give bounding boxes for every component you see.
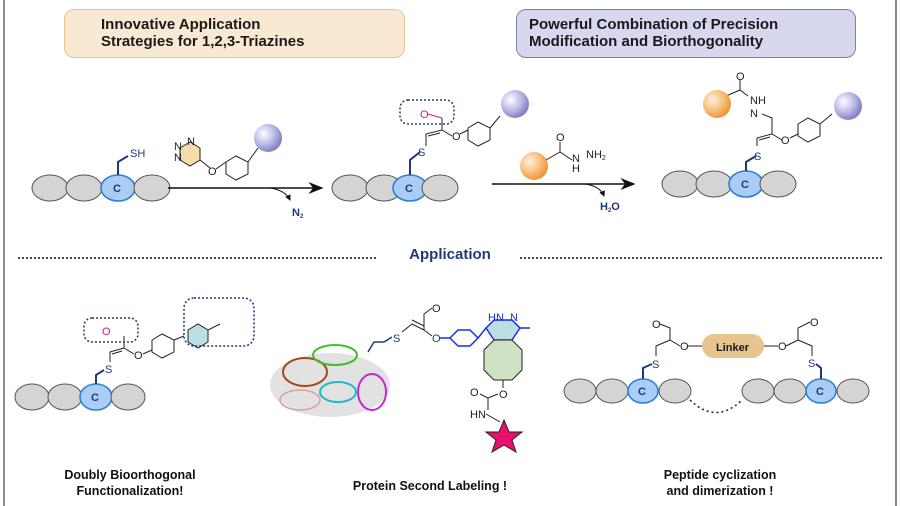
svg-text:N: N [510,312,518,324]
right-frame-border [895,0,897,506]
linker-label: Linker [716,342,750,354]
payload-orange-sphere [520,152,548,180]
svg-text:O: O [470,387,479,399]
svg-text:O: O [810,317,819,329]
water-byproduct: H2O [600,201,620,214]
protein-helix-brown [282,357,328,387]
peptide-bead [836,378,870,404]
svg-text:O: O [134,350,143,362]
svg-text:HN: HN [488,312,504,324]
title-right-line2: Modification and Biorthogonality [529,33,764,50]
peptide-bead [759,170,797,198]
peptide-chain-product: C S N NH O O [661,71,862,198]
linker-pill [702,334,764,358]
protein-helix-green [312,344,358,366]
left-frame-border [3,0,5,506]
svg-text:N: N [187,136,195,148]
peptide-bead [47,383,83,411]
cyclization-dotted-link [689,399,743,414]
svg-text:O: O [736,71,745,83]
svg-text:O: O [432,303,441,315]
peptide-bead [563,378,597,404]
peptide-chain-start: C SH [31,148,171,202]
svg-text:O: O [652,319,661,331]
peptide-bead [65,174,103,202]
svg-text:NH: NH [750,95,766,107]
svg-text:N: N [174,152,182,164]
svg-text:O: O [680,341,689,353]
svg-text:O: O [452,131,461,143]
aldehyde-highlight-box [399,99,455,125]
svg-text:S: S [418,147,425,159]
fluorophore-star-icon [484,418,524,454]
title-left-line2: Strategies for 1,2,3-Triazines [101,33,305,50]
svg-text:O: O [556,132,565,144]
peptide-bead [331,174,369,202]
caption-peptide-cyclization: Peptide cyclization and dimerization ! [663,468,777,498]
svg-text:O: O [781,135,790,147]
peptide-bead [31,174,69,202]
aldehyde-oxygen: O [420,109,429,121]
thiol-label: SH [130,148,145,160]
peptide-bead [741,378,775,404]
section-divider-left [18,257,376,259]
protein-helix-cyan [319,381,357,403]
cysteine-label: C [113,183,121,195]
svg-text:N: N [174,141,182,153]
svg-text:S: S [754,151,761,163]
svg-text:NH2: NH2 [586,149,606,162]
peptide-bead [421,174,459,202]
svg-text:C: C [741,179,749,191]
n2-byproduct: N2 [292,207,304,220]
svg-text:H: H [572,163,580,175]
payload-purple-sphere [254,124,282,152]
svg-text:C: C [91,392,99,404]
title-left-line1: Innovative Application [101,16,261,33]
svg-text:N: N [750,108,758,120]
application-section-label: Application [409,246,491,263]
svg-text:S: S [808,358,815,370]
title-box-triazine-strategies: Innovative Application Strategies for 1,… [64,9,405,58]
section-divider-right [520,257,882,259]
peptide-bead [773,378,807,404]
hydrazide-reagent: O N H NH2 [520,132,606,180]
triazine-reagent: N N N O [174,124,282,181]
svg-text:S: S [652,359,659,371]
title-right-line1: Powerful Combination of Precision [529,16,779,33]
svg-text:O: O [102,326,111,338]
svg-text:C: C [405,183,413,195]
payload-purple-sphere [501,90,529,118]
peptide-bead [14,383,50,411]
tetrazine-highlight-box [183,297,255,347]
peptide-bead [658,378,692,404]
svg-text:O: O [208,166,217,178]
title-box-precision-biorthogonality: Powerful Combination of Precision Modifi… [516,9,856,58]
app-peptide-cyclization: C C S O O Linker O O S [563,317,870,414]
app-doubly-bioorthogonal: C S O O [14,297,255,411]
payload-orange-sphere [703,90,731,118]
payload-purple-sphere [834,92,862,120]
svg-text:S: S [393,333,400,345]
peptide-bead [595,378,629,404]
peptide-chain-intermediate: C S O O [331,90,529,202]
svg-text:C: C [816,386,824,398]
caption-protein-labeling: Protein Second Labeling ! [352,479,508,493]
peptide-bead [695,170,733,198]
peptide-bead [110,383,146,411]
svg-text:O: O [432,333,441,345]
svg-text:C: C [638,386,646,398]
svg-text:O: O [778,341,787,353]
caption-doubly-bioorthogonal: Doubly Bioorthogonal Functionalization! [64,468,196,498]
svg-text:S: S [105,364,112,376]
protein-helix-magenta [357,373,387,411]
aldehyde-highlight-box [83,317,139,343]
peptide-bead [133,174,171,202]
peptide-bead [661,170,699,198]
protein-helix-pink [279,389,321,411]
app-protein-labeling: S O O HN N O O HN [270,303,530,454]
svg-text:HN: HN [470,409,486,421]
svg-text:N: N [572,153,580,165]
svg-text:O: O [499,389,508,401]
